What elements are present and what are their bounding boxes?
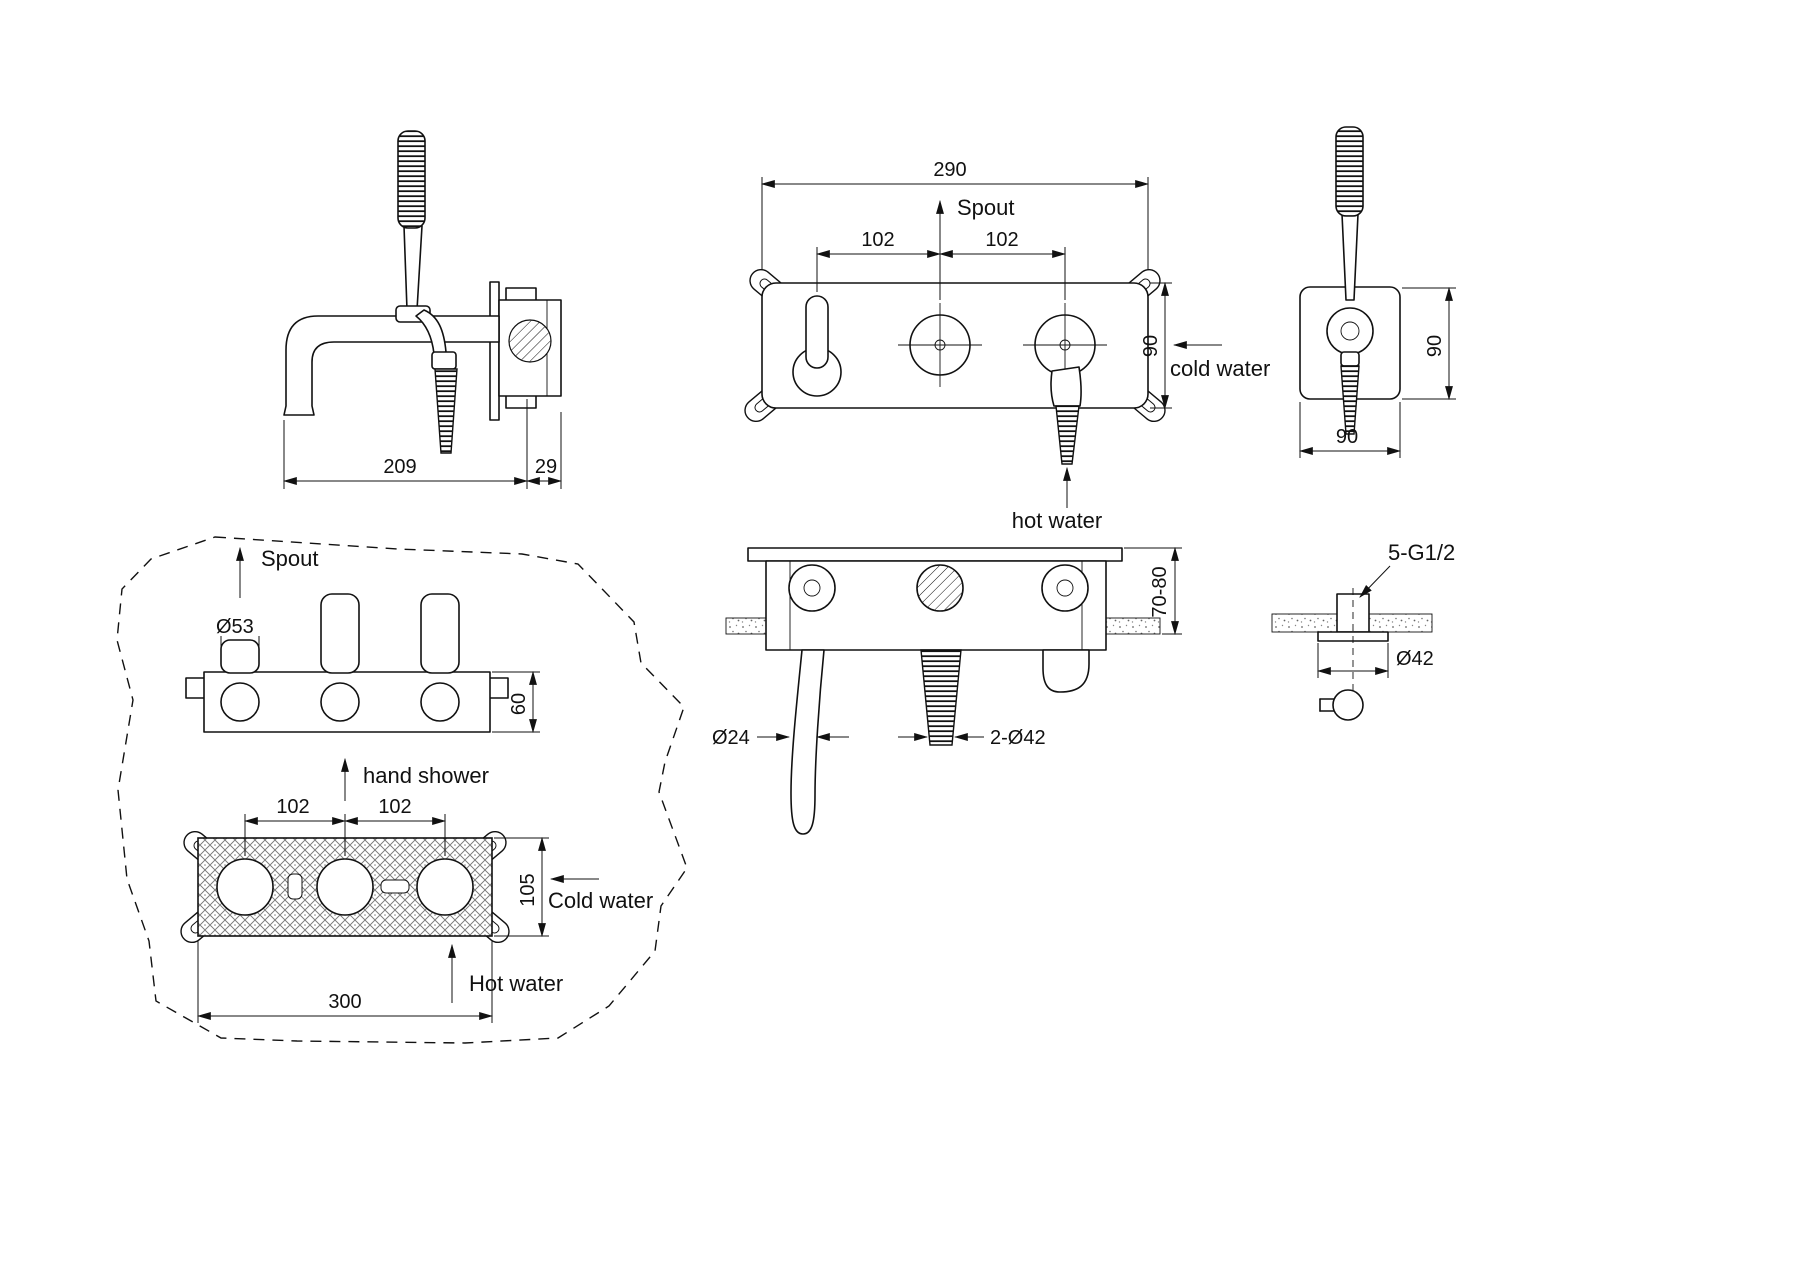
dim-90-plate-width: 90: [1336, 426, 1358, 448]
wall-section-right: [1103, 617, 1161, 635]
view-side-bath-mixer: 209 29: [282, 130, 563, 489]
hose-cone: [1055, 405, 1080, 465]
valve-section-circle: [508, 319, 552, 363]
view-top: Spout Ø53 60: [185, 546, 540, 734]
port-circle: [420, 682, 460, 722]
view-section: 70-80 Ø24 2-Ø42: [712, 546, 1182, 835]
view-front-trim: 290 Spout 102 102 90 cold water hot wate…: [739, 159, 1270, 533]
dim-90-plate-height: 90: [1424, 335, 1446, 357]
slot: [287, 873, 303, 900]
view-rough-in: hand shower 102 102 105 Cold water Hot w…: [175, 757, 653, 1023]
hose-cone: [1340, 365, 1360, 435]
spout-tube: [283, 315, 500, 416]
dim-102-right: 102: [985, 229, 1018, 251]
label-hot-water: Hot water: [469, 971, 563, 996]
valve-port: [416, 858, 474, 916]
slot: [380, 879, 410, 894]
dim-300: 300: [328, 991, 361, 1013]
label-cold-water: cold water: [1170, 356, 1270, 381]
end-tab-right: [488, 677, 509, 699]
dim-90-height: 90: [1140, 335, 1162, 357]
dim-29: 29: [535, 456, 557, 478]
dim-209: 209: [383, 456, 416, 478]
dim-2x42: 2-Ø42: [990, 727, 1046, 749]
dim-102-left: 102: [276, 796, 309, 818]
dim-105: 105: [517, 873, 539, 906]
dim-102-right: 102: [378, 796, 411, 818]
dim-290: 290: [933, 159, 966, 181]
hose-nut: [431, 351, 457, 370]
lever-top-view: [220, 639, 260, 674]
hose-cone-section: [920, 649, 962, 746]
hand-shower-head: [397, 130, 426, 229]
install-boundary: [116, 536, 688, 1044]
hose-elbow: [1332, 689, 1364, 721]
dim-60: 60: [508, 693, 530, 715]
hand-shower-neck: [403, 225, 423, 311]
label-hot-water: hot water: [1012, 508, 1103, 533]
wall-plate-edge: [489, 281, 500, 421]
valve-port: [316, 858, 374, 916]
wall-section-left: [725, 617, 769, 635]
label-spout-top: Spout: [261, 546, 319, 571]
hose-cone: [434, 368, 458, 454]
spout-tube-section: [790, 649, 825, 835]
hand-shower-head: [1335, 126, 1364, 217]
port-circle: [320, 682, 360, 722]
shower-holder: [1326, 307, 1374, 355]
port-section: [1041, 564, 1089, 612]
label-hand-shower: hand shower: [363, 763, 489, 788]
hose-bend: [1050, 366, 1082, 407]
dim-102-left: 102: [861, 229, 894, 251]
dim-42: Ø42: [1396, 648, 1434, 670]
knob-top-view: [420, 593, 460, 674]
dim-53: Ø53: [216, 616, 254, 638]
view-outlet-detail: 5-G1/2 Ø42: [1271, 540, 1455, 721]
outlet-elbow-section: [1042, 649, 1090, 693]
valve-port: [216, 858, 274, 916]
dim-24: Ø24: [712, 727, 750, 749]
lever-handle: [805, 295, 829, 369]
label-cold-water: Cold water: [548, 888, 653, 913]
label-spout: Spout: [957, 195, 1015, 220]
dim-70-80: 70-80: [1149, 566, 1171, 617]
body-tab-bottom: [505, 394, 537, 409]
view-hand-shower: 90 90: [1298, 126, 1456, 458]
plate-edge: [747, 547, 1123, 562]
end-tab-left: [185, 677, 206, 699]
port-circle: [220, 682, 260, 722]
label-thread: 5-G1/2: [1388, 540, 1455, 565]
port-section: [788, 564, 836, 612]
port-section-hatched: [916, 564, 964, 612]
hose-nut: [1340, 351, 1360, 367]
knob-top-view: [320, 593, 360, 674]
body-tab-top: [505, 287, 537, 302]
